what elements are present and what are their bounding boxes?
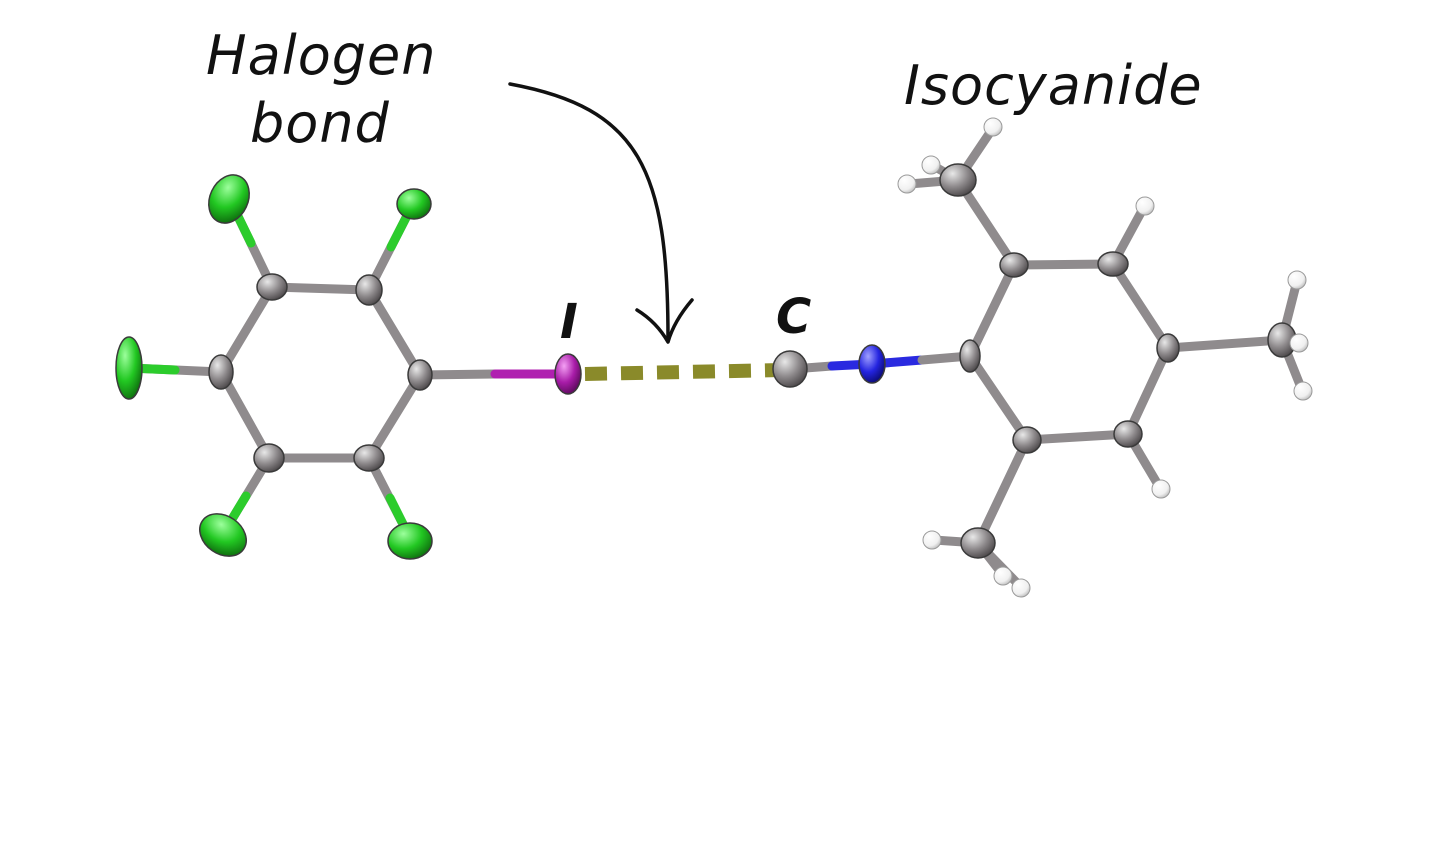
methyl-carbon-atom <box>939 163 977 197</box>
bond-ring-right <box>965 351 1032 445</box>
bond-ring-left <box>216 282 277 377</box>
bond-ring-left <box>364 370 425 463</box>
fluorine-atom <box>115 336 143 400</box>
carbon-atom <box>959 339 981 373</box>
fluorine-atom <box>396 188 432 220</box>
hydrogen-atom <box>1289 333 1309 353</box>
annotation-arrow <box>508 82 694 344</box>
fluorine-atom <box>199 513 247 557</box>
bond-ring-left <box>216 367 274 463</box>
bond-c-methyl <box>973 435 1032 548</box>
iodine-label: I <box>560 294 578 350</box>
hydrogen-atom <box>1151 479 1171 499</box>
hydrogen-atom <box>1011 578 1031 598</box>
nitrogen-atom <box>858 344 886 384</box>
methyl-carbon-atom <box>960 527 996 559</box>
halogen-bond-dashed <box>584 363 783 381</box>
halogen-bond-label-line2: bond <box>250 92 390 155</box>
halogen-bond-label-line1: Halogen <box>206 24 436 87</box>
bond-ring-right <box>1022 429 1133 445</box>
hydrogen-atom <box>993 566 1013 586</box>
hydrogen-atom <box>1287 270 1307 290</box>
carbon-atom <box>407 359 433 391</box>
bond-ring-left <box>267 282 374 295</box>
iodine-atom <box>554 353 582 395</box>
hydrogen-atom <box>1293 381 1313 401</box>
carbon-atom <box>1156 333 1180 363</box>
fluorine-atom <box>387 522 433 560</box>
carbon-atom <box>353 444 385 472</box>
carbon-label: C <box>776 289 811 345</box>
bonds <box>125 123 1307 592</box>
fluorine-atom <box>208 174 250 224</box>
carbon-atom <box>1097 251 1129 277</box>
isocyanide-carbon-atom <box>772 350 808 388</box>
bond-ring-right <box>1123 343 1173 439</box>
atoms <box>115 117 1313 598</box>
bond-ring-right <box>1009 259 1118 270</box>
hydrogen-atom <box>922 530 942 550</box>
carbon-atom <box>1113 420 1143 448</box>
bond-c-methyl <box>1163 335 1287 353</box>
isocyanide-label: Isocyanide <box>904 54 1203 117</box>
bond-ring-left <box>364 285 425 380</box>
carbon-atom <box>1012 426 1042 454</box>
carbon-atom <box>355 274 383 306</box>
carbon-atom <box>208 354 234 390</box>
carbon-atom <box>999 252 1029 278</box>
hydrogen-atom <box>1135 196 1155 216</box>
carbon-atom <box>256 273 288 301</box>
hydrogen-atom <box>983 117 1003 137</box>
hydrogen-atom <box>921 155 941 175</box>
bond-ring-right <box>1108 259 1173 353</box>
hydrogen-atom <box>897 174 917 194</box>
carbon-atom <box>253 443 285 473</box>
bond-ring-right <box>965 260 1019 361</box>
